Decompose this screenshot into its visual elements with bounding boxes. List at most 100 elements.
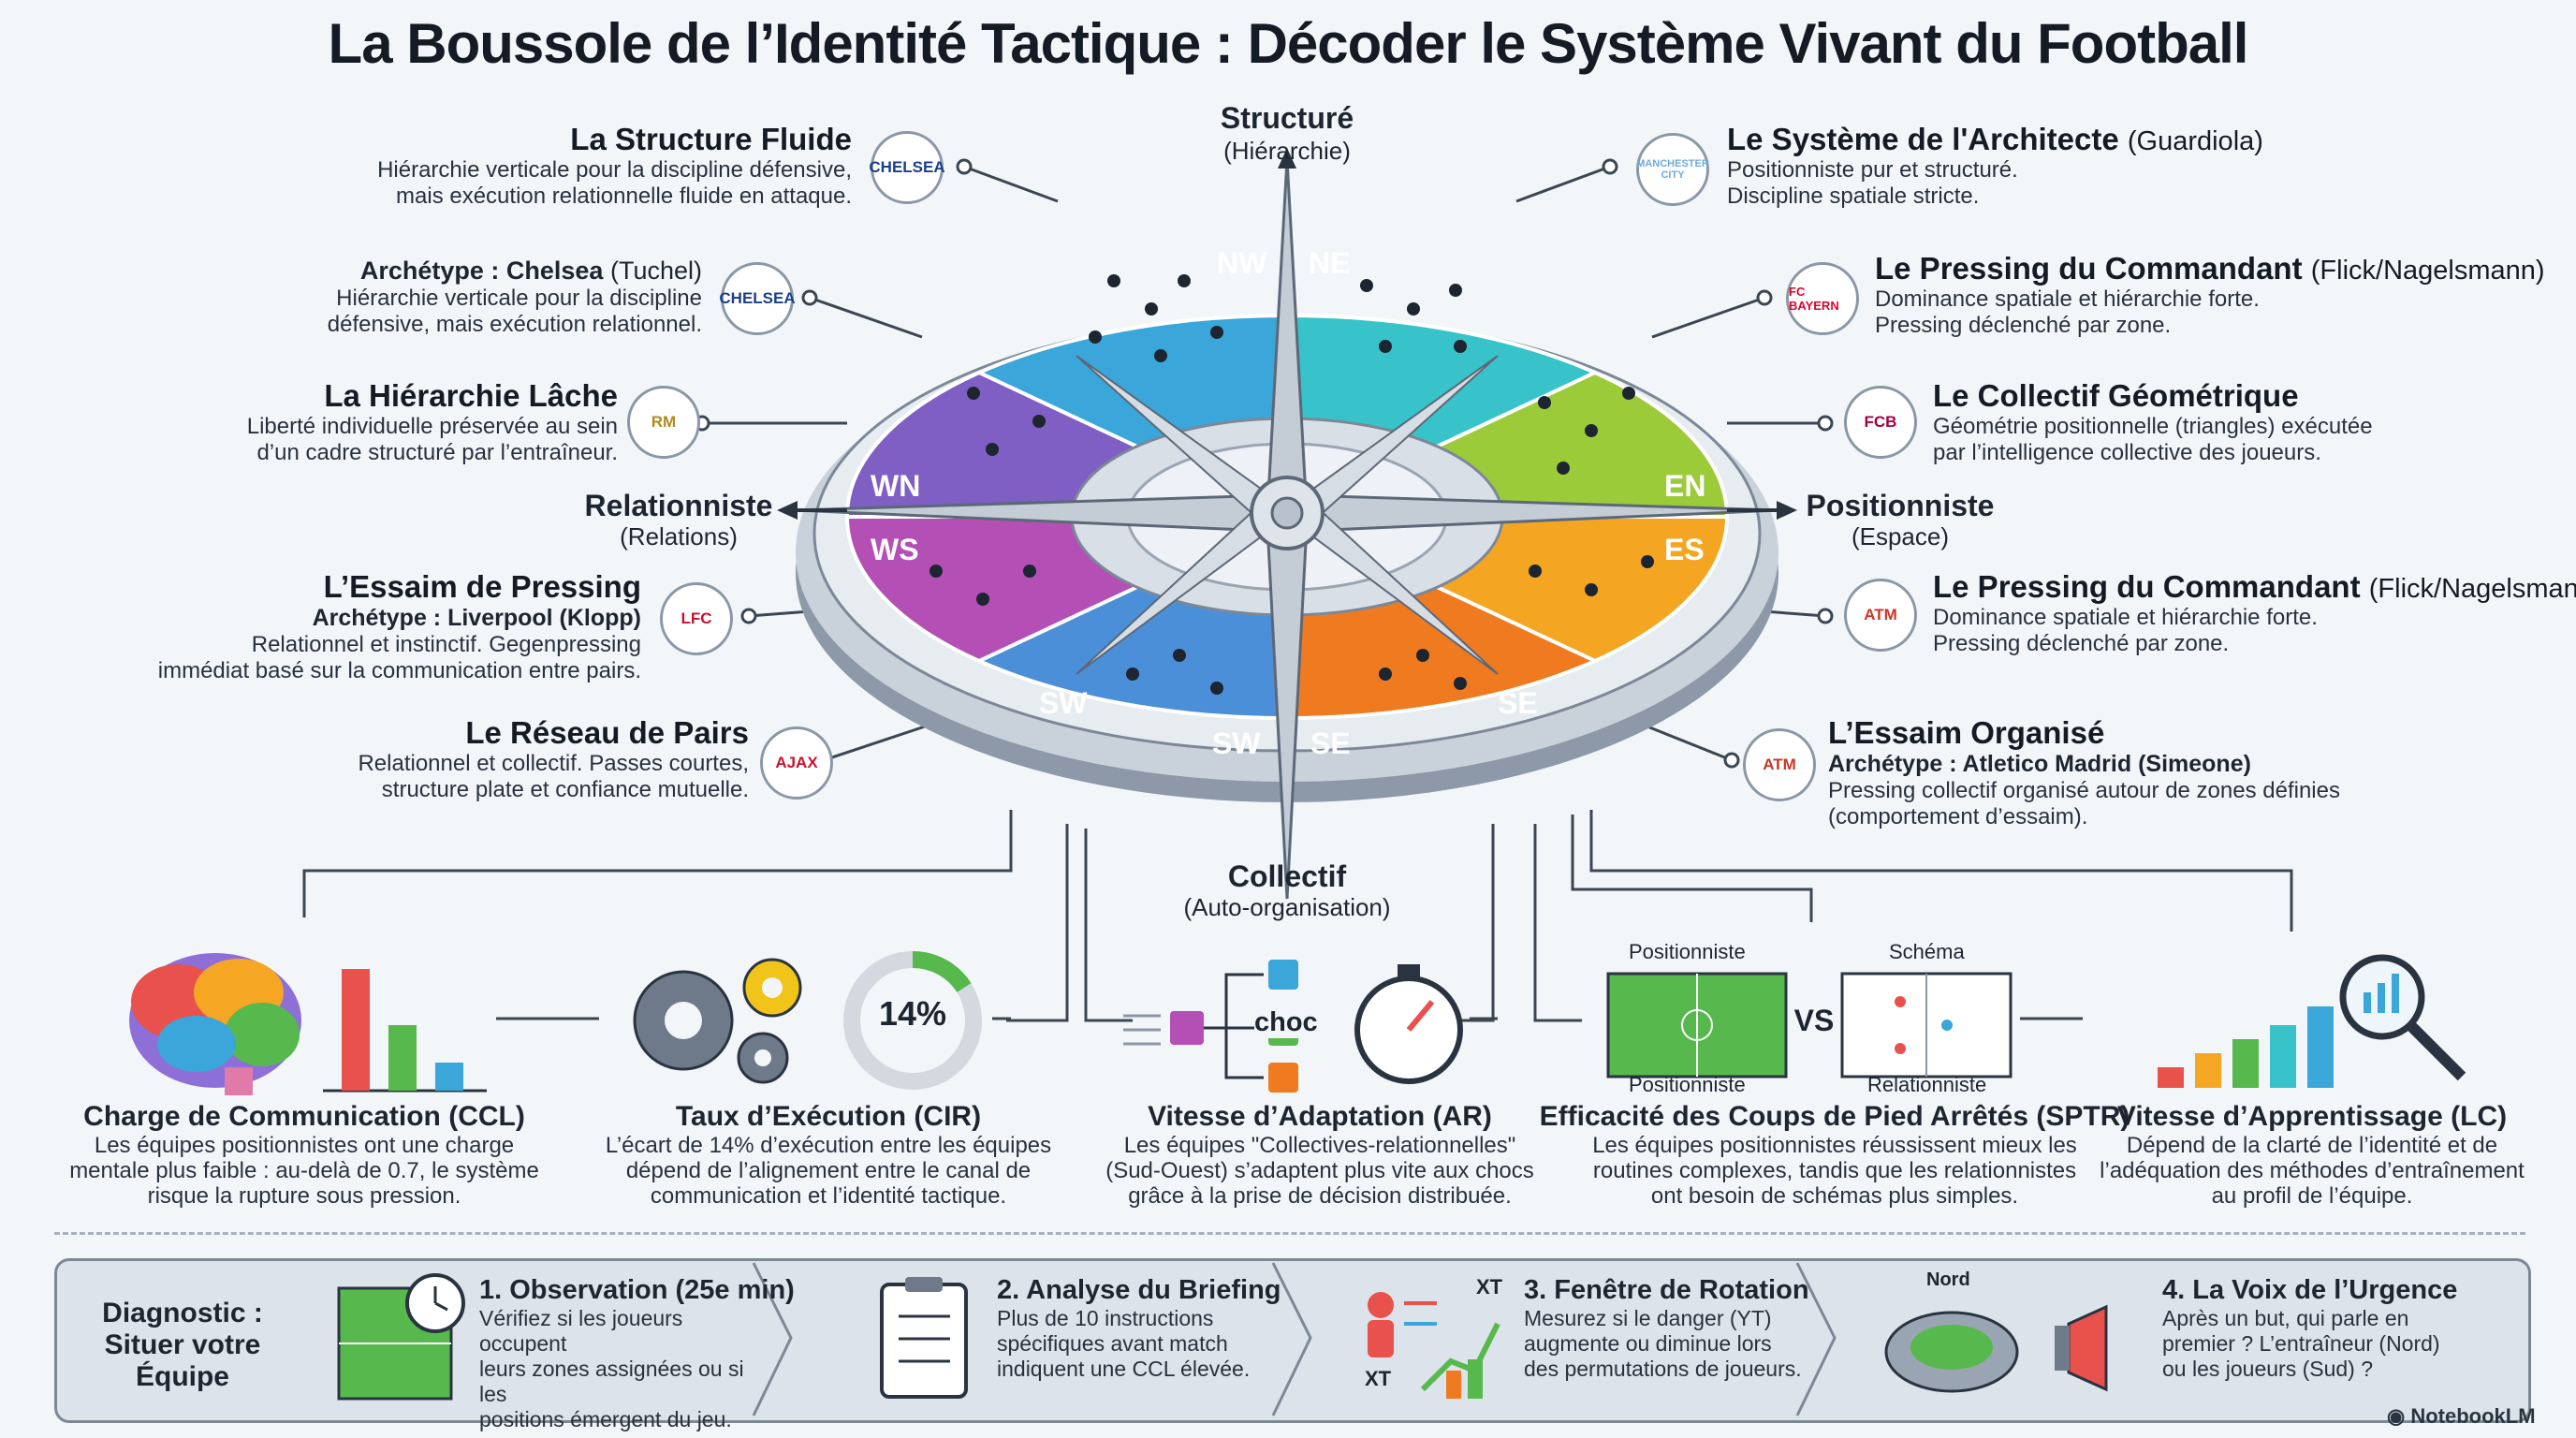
metric-icons [129,950,2466,1095]
player-figures [929,274,1654,695]
card-essaim-pressing: L’Essaim de Pressing Archétype : Liverpo… [112,569,641,684]
card-desc-line: Hiérarchie verticale pour la discipline … [377,157,852,183]
pitch-clock-icon [337,1273,465,1401]
card-essaim-organise: L’Essaim Organisé Archétype : Atletico M… [1828,715,2502,830]
card-archetype: Archétype : Liverpool (Klopp) [312,605,641,631]
axis-east-title: Positionniste [1806,489,1995,522]
axis-west-title: Relationniste [584,489,773,522]
step-desc-line: premier ? L’entraîneur (Nord) [2162,1331,2440,1356]
step-urgence: 4. La Voix de l’Urgence Après un but, qu… [2162,1275,2518,1382]
step-desc-line: positions émergent du jeu. [479,1407,732,1431]
step-desc-line: des permutations de joueurs. [1524,1357,1802,1381]
page-title: La Boussole de l’Identité Tactique : Déc… [328,12,2249,75]
sector-label-wn: WN [871,469,920,503]
sector-label-sw-b: SW [1212,726,1261,760]
card-desc-line: d’un cadre structuré par l’entraîneur. [256,440,618,465]
metric-ccl: Charge de Communication (CCL) Les équipe… [37,1101,571,1209]
donut-14-percent-icon [843,950,982,1090]
liverpool-crest-icon: LFC [660,582,733,655]
step-title: 1. Observation (25e min) [479,1275,795,1305]
nord-label: Nord [1926,1269,1970,1290]
card-title: L’Essaim Organisé [1828,715,2105,750]
bar-chart-icon [323,969,487,1093]
connector-lines [302,165,2293,1022]
card-desc-line: défensive, mais exécution relationnel. [327,312,702,337]
football-pitch-positional-icon [1606,972,1788,1078]
card-desc-line: Liberté individuelle préservée au sein [246,414,618,439]
chelsea-crest-icon: CHELSEA [869,131,945,204]
diagnostic-label: Diagnostic : Situer votre Équipe [66,1298,300,1393]
card-desc-line: mais exécution relationnelle fluide en a… [396,183,852,209]
card-archetype: Archétype : Atletico Madrid (Simeone) [1828,751,2251,777]
diagnostic-label-line: Situer votre Équipe [104,1329,261,1392]
card-title: La Structure Fluide [570,122,852,156]
real-madrid-crest-icon: RM [627,386,700,459]
sptr-label-bottom-left: Positionniste [1629,1073,1746,1096]
ajax-crest-icon: AJAX [760,726,833,800]
card-desc-line: Géométrie positionnelle (triangles) exéc… [1933,414,2373,439]
sptr-vs: VS [1793,1004,1835,1037]
metric-desc-line: dépend de l’alignement entre le canal de [625,1158,1032,1183]
card-title: Le Réseau de Pairs [465,715,749,750]
card-title: Le Pressing du Commandant [1933,569,2361,604]
separator [54,1232,2525,1235]
metric-desc-line: L’écart de 14% d’exécution entre les équ… [605,1133,1052,1158]
card-collectif-geometrique: Le Collectif Géométrique Géométrie posit… [1933,378,2495,466]
axis-south-title: Collectif [1227,859,1347,893]
sector-label-en: EN [1664,469,1705,503]
cir-value: 14% [878,994,947,1033]
card-reseau-pairs: Le Réseau de Pairs Relationnel et collec… [281,715,749,803]
card-title-sub: (Tuchel) [609,257,702,285]
sptr-label-top-right: Schéma [1889,940,1965,963]
card-title: Le Pressing du Commandant [1875,251,2303,286]
step-desc-line: spécifiques avant match [997,1331,1228,1356]
step-title: 2. Analyse du Briefing [997,1275,1281,1305]
rotation-growth-icon [1368,1292,1500,1399]
step-briefing: 2. Analyse du Briefing Plus de 10 instru… [997,1275,1281,1382]
watermark: ◉ NotebookLM [2387,1404,2536,1429]
metric-cir: Taux d’Exécution (CIR) L’écart de 14% d’… [566,1101,1090,1209]
metric-desc-line: communication et l’identité tactique. [650,1183,1007,1209]
metric-title: Charge de Communication (CCL) [83,1101,525,1132]
axis-south-sub: (Auto-organisation) [1183,893,1391,921]
compass-rose-icon [777,148,1797,900]
card-desc-line: Hiérarchie verticale pour la discipline [336,286,702,311]
card-desc-line: immédiat basé sur la communication entre… [157,658,641,683]
diagnostic-label-line: Diagnostic : [102,1298,263,1328]
step-desc-line: ou les joueurs (Sud) ? [2162,1357,2374,1381]
metric-ar: Vitesse d’Adaptation (AR) Les équipes "C… [1076,1101,1563,1209]
axis-west-sub: (Relations) [620,522,738,550]
card-desc-line: Positionniste pur et structuré. [1727,157,2018,183]
card-desc-line: Pressing déclenché par zone. [1933,631,2230,656]
card-desc-line: Discipline spatiale stricte. [1727,183,1980,209]
metric-desc-line: Les équipes positionnistes ont une charg… [94,1133,515,1158]
step-rotation: 3. Fenêtre de Rotation Mesurez si le dan… [1524,1275,1809,1382]
step-desc-line: Mesurez si le danger (YT) [1524,1306,1772,1330]
card-desc-line: Pressing collectif organisé autour de zo… [1828,778,2340,803]
step-desc-line: leurs zones assignées ou si les [479,1357,744,1406]
metric-title: Efficacité des Coups de Pied Arrêtés (SP… [1539,1101,2130,1132]
step-desc-line: Plus de 10 instructions [997,1306,1214,1330]
metric-desc-line: ont besoin de schémas plus simples. [1650,1183,2019,1209]
sector-label-se: SE [1498,686,1538,720]
metric-lc: Vitesse d’Apprentissage (LC) Dépend de l… [2069,1101,2555,1209]
card-desc-line: (comportement d’essaim). [1828,804,2088,829]
watermark-text: NotebookLM [2410,1404,2536,1428]
card-title-sub: (Flick/Nagelsmann) [2368,574,2576,604]
sector-label-nw: NW [1217,246,1267,280]
sector-label-ws: WS [871,533,919,566]
step-desc-line: augmente ou diminue lors [1524,1331,1772,1356]
metric-title: Taux d’Exécution (CIR) [675,1101,982,1132]
card-desc-line: structure plate et confiance mutuelle. [381,777,749,802]
metric-desc-line: mentale plus faible : au-delà de 0.7, le… [69,1158,539,1183]
bayern-crest-icon: FC BAYERN [1786,262,1859,335]
stadium-megaphone-icon [1884,1304,2108,1393]
sector-label-ne: NE [1309,246,1350,280]
metric-title: Vitesse d’Apprentissage (LC) [2116,1101,2508,1132]
metric-desc-line: Dépend de la clarté de l’identité et de [2126,1133,2498,1158]
manchester-city-crest-icon: MANCHESTER CITY [1636,133,1709,206]
football-pitch-schema-icon [1840,972,2012,1078]
step-title: 3. Fenêtre de Rotation [1524,1275,1809,1305]
metric-desc-line: Les équipes positionnistes réussissent m… [1592,1133,2077,1158]
